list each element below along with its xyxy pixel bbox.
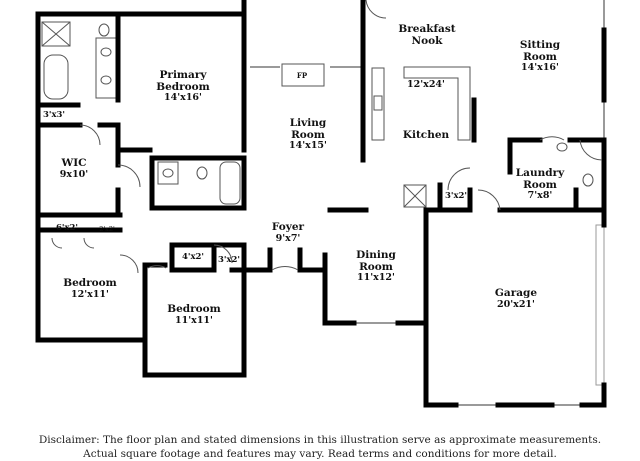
door-icon xyxy=(147,265,167,269)
bathtub xyxy=(43,54,69,100)
door-icon xyxy=(213,244,233,264)
door-icon xyxy=(119,254,139,274)
sink-icon xyxy=(100,75,112,85)
kitchen-counter xyxy=(371,67,385,141)
doors xyxy=(51,0,603,274)
sink-icon xyxy=(100,47,112,57)
toilet-icon xyxy=(196,166,208,180)
door-icon xyxy=(117,164,141,188)
door-icon xyxy=(79,124,101,146)
closet-2x2-label: 2'x2' xyxy=(99,225,115,233)
disclaimer: Disclaimer: The floor plan and stated di… xyxy=(0,433,640,461)
sink-icon xyxy=(162,168,174,178)
bathtub xyxy=(219,161,241,205)
closet-6x2-label: 6'x2' xyxy=(55,223,79,233)
foyer-label: Foyer 9'x7' xyxy=(271,221,305,244)
primary-bedroom-label: Primary Bedroom 14'x16' xyxy=(156,69,210,104)
kitchen-dimensions-label: 12'x24' xyxy=(407,79,445,90)
door-icon xyxy=(83,237,95,249)
fireplace xyxy=(281,63,325,87)
door-icon xyxy=(51,237,63,249)
kitchen-label: Kitchen xyxy=(402,129,450,141)
stove-icon xyxy=(373,95,383,111)
fridge-icon xyxy=(403,184,427,208)
door-icon xyxy=(447,167,471,191)
breakfast-nook-label: Breakfast Nook xyxy=(398,23,456,47)
kitchen-counter xyxy=(403,66,471,141)
vanity xyxy=(157,161,179,185)
disclaimer-line-2: Actual square footage and features may v… xyxy=(83,448,557,461)
dining-room-label: Dining Room 11'x12' xyxy=(356,249,396,284)
fireplace-label: FP xyxy=(296,71,308,80)
toilet-icon xyxy=(98,23,110,37)
shower xyxy=(41,21,71,47)
door-icon xyxy=(477,189,501,211)
door-icon xyxy=(271,266,299,271)
garage-label: Garage 20'x21' xyxy=(494,287,538,310)
living-room-label: Living Room 14'x15' xyxy=(289,117,327,152)
sink-icon xyxy=(556,142,568,152)
vanity xyxy=(95,37,117,99)
door-icon xyxy=(539,136,565,141)
door-icon xyxy=(579,139,603,161)
closet-3x2-kitchen-label: 3'x2' xyxy=(444,191,468,201)
door-icon xyxy=(365,0,387,19)
bedroom-left-label: Bedroom 12'x11' xyxy=(63,277,117,300)
walls xyxy=(35,0,607,408)
toilet-icon xyxy=(582,173,594,187)
bedroom-center-label: Bedroom 11'x11' xyxy=(167,303,221,326)
closet-3x3-label: 3'x3' xyxy=(42,110,66,120)
laundry-room-label: Laundry Room 7'x8' xyxy=(515,167,565,202)
garage-door xyxy=(595,224,605,386)
closet-3x2-center-label: 3'x2' xyxy=(217,255,241,265)
disclaimer-line-1: Disclaimer: The floor plan and stated di… xyxy=(38,434,602,446)
sitting-room-label: Sitting Room 14'x16' xyxy=(519,39,561,74)
wic-label: WIC 9x10' xyxy=(59,157,89,180)
closet-4x2-label: 4'x2' xyxy=(181,252,205,262)
